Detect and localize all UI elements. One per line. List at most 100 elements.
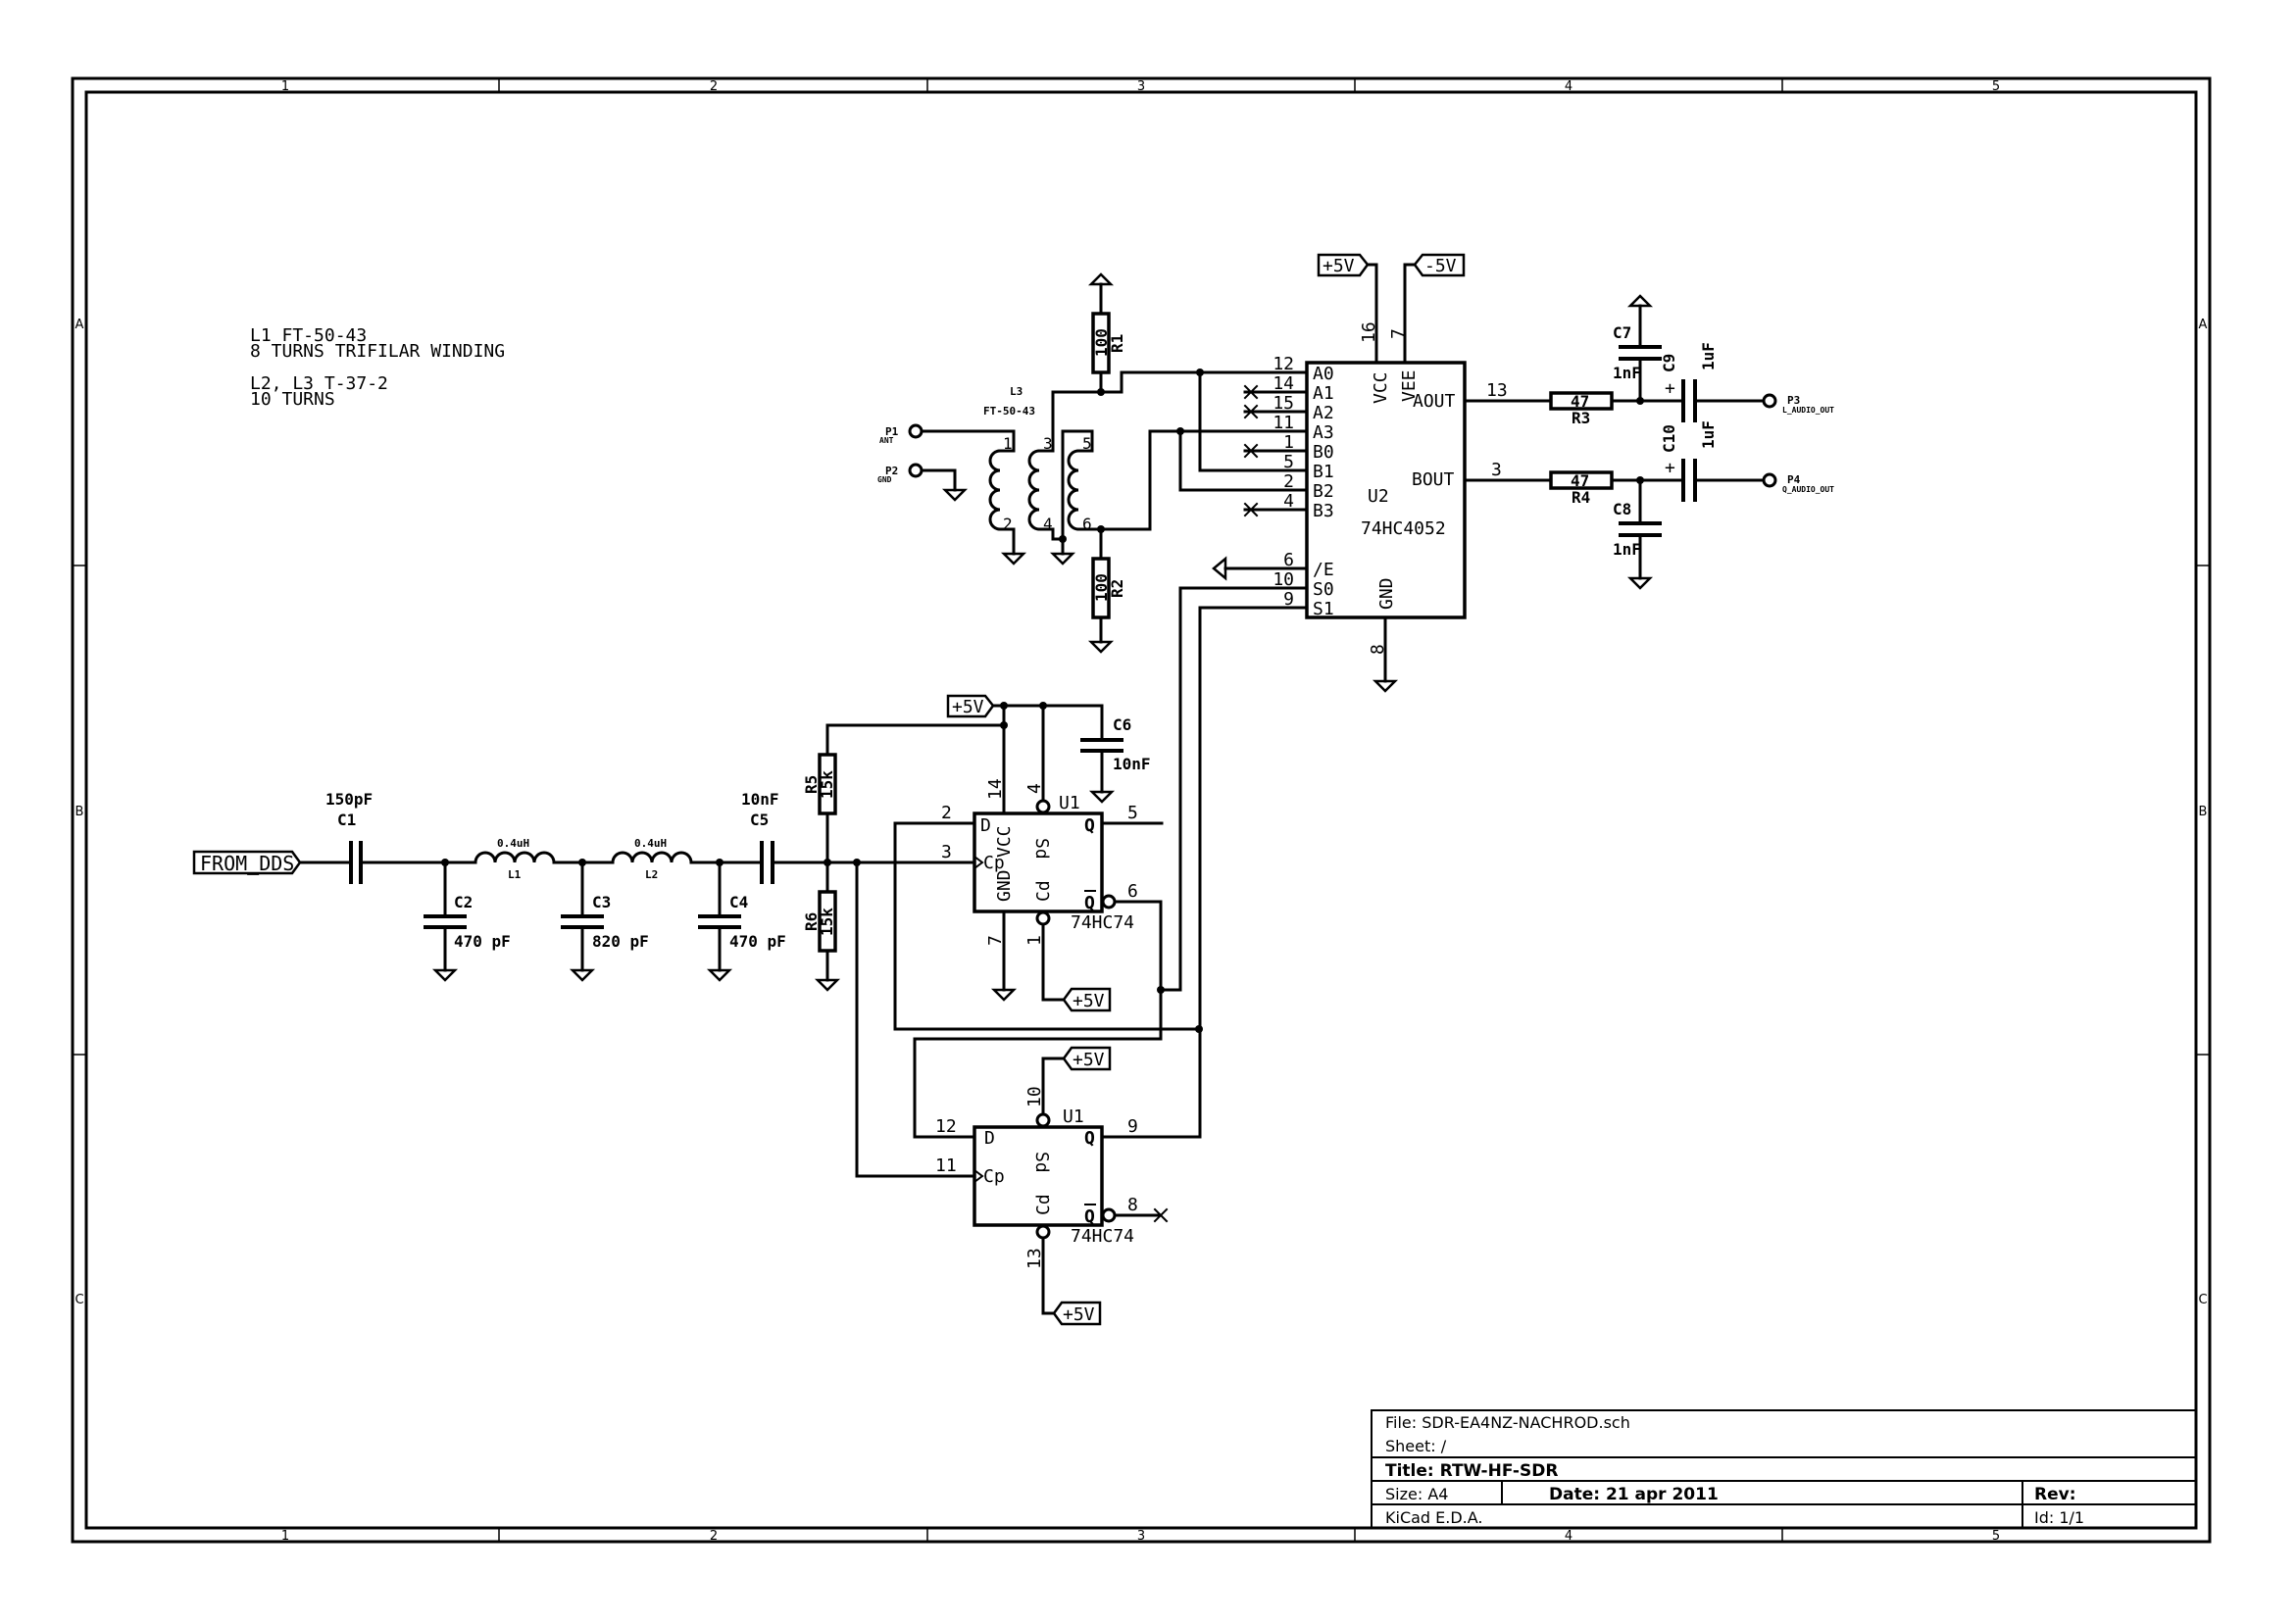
title-block: File: SDR-EA4NZ-NACHROD.sch Sheet: / Tit… — [1371, 1409, 2197, 1529]
svg-text:7: 7 — [1388, 328, 1409, 339]
power-label-5v[interactable]: +5V — [1052, 1301, 1102, 1326]
power-label-5v[interactable]: +5V — [1062, 1046, 1112, 1071]
capacitor-c6[interactable]: C6 10nF — [1080, 704, 1151, 804]
svg-text:+5V: +5V — [1063, 1304, 1095, 1325]
svg-text:6: 6 — [1127, 881, 1138, 902]
u2-pin-number: 11 — [1273, 413, 1294, 433]
svg-text:C10: C10 — [1660, 424, 1678, 453]
svg-text:ANT: ANT — [879, 436, 894, 445]
svg-text:11: 11 — [935, 1156, 957, 1176]
svg-text:P2: P2 — [885, 465, 898, 477]
svg-text:820 pF: 820 pF — [592, 932, 649, 951]
svg-text:U2: U2 — [1368, 486, 1389, 507]
note-line: L2, L3 T-37-2 — [250, 373, 388, 394]
svg-text:VCC: VCC — [994, 825, 1015, 858]
svg-text:Cp: Cp — [983, 853, 1005, 873]
svg-text:+5V: +5V — [952, 697, 984, 717]
resistor-r2[interactable]: 100 R2 — [1087, 527, 1126, 654]
u2-pin-name: S1 — [1313, 599, 1334, 619]
transformer-winding-1[interactable]: 1 2 — [988, 434, 1013, 533]
column-label: 3 — [1137, 79, 1145, 94]
svg-text:C5: C5 — [750, 811, 769, 829]
row-label: A — [2199, 318, 2208, 332]
svg-text:C4: C4 — [729, 893, 748, 911]
svg-text:3: 3 — [1491, 460, 1502, 480]
power-label-5v[interactable]: +5V — [946, 694, 995, 718]
resistor-r4[interactable]: 47 R4 — [1549, 470, 1614, 507]
svg-text:16: 16 — [1359, 321, 1379, 343]
connector-p3[interactable]: P3 L_AUDIO_OUT — [1762, 393, 1834, 415]
svg-text:GND: GND — [994, 869, 1015, 902]
capacitor-c1[interactable]: 150pF C1 — [325, 790, 373, 884]
capacitor-c8[interactable]: C8 1nF — [1613, 478, 1662, 590]
capacitor-c7[interactable]: C7 1nF — [1613, 294, 1662, 403]
column-label: 2 — [710, 1529, 718, 1544]
svg-text:47: 47 — [1571, 392, 1589, 411]
svg-text:2: 2 — [941, 803, 952, 823]
no-connect-icon — [1153, 1207, 1169, 1223]
transformer-winding-3[interactable]: 5 6 — [1067, 434, 1092, 533]
svg-text:U1: U1 — [1059, 793, 1080, 813]
power-label-5v[interactable]: +5V — [1317, 253, 1370, 277]
column-label: 4 — [1565, 79, 1572, 94]
svg-text:Q: Q — [1084, 893, 1095, 913]
resistor-r5[interactable]: 15k R5 — [802, 723, 837, 864]
connector-p1[interactable]: P1 ANT — [879, 423, 923, 445]
tool-name: KiCad E.D.A. — [1385, 1508, 1483, 1527]
input-filter: FROM_DDS 150pF C1 C2 470 pF 0.4uH L1 — [192, 723, 1006, 1178]
u2-left-pins — [1212, 384, 1309, 581]
svg-text:0.4uH: 0.4uH — [634, 837, 667, 850]
column-label: 5 — [1992, 1529, 2000, 1544]
svg-text:100: 100 — [1092, 328, 1111, 357]
svg-text:C8: C8 — [1613, 500, 1631, 518]
power-label-5v[interactable]: +5V — [1062, 987, 1112, 1012]
notes: L1 FT-50-43 8 TURNS TRIFILAR WINDING L2,… — [250, 325, 505, 410]
flip-flop-u1a[interactable]: +5V C6 10nF 14 4 U1 2 D 3 Cp VCC — [893, 694, 1164, 1012]
from-dds-label[interactable]: FROM_DDS — [192, 850, 302, 875]
svg-text:+5V: +5V — [1073, 991, 1105, 1011]
svg-text:Q: Q — [1084, 1128, 1095, 1149]
inductor-l2[interactable]: 0.4uH L2 — [611, 837, 693, 881]
svg-text:P1: P1 — [885, 425, 899, 438]
connector-p4[interactable]: P4 Q_AUDIO_OUT — [1762, 472, 1834, 494]
svg-text:-5V: -5V — [1424, 256, 1457, 276]
inductor-l1[interactable]: 0.4uH L1 — [474, 837, 556, 881]
column-label: 1 — [281, 1529, 289, 1544]
svg-text:+5V: +5V — [1323, 256, 1355, 276]
column-label: 4 — [1565, 1529, 1572, 1544]
u2-pin-number: 14 — [1273, 373, 1294, 394]
svg-text:GND: GND — [877, 475, 892, 484]
transformer-winding-2[interactable]: 3 4 — [1027, 434, 1053, 533]
svg-text:470 pF: 470 pF — [454, 932, 511, 951]
svg-text:Q: Q — [1084, 1206, 1095, 1227]
power-label-minus-5v[interactable]: -5V — [1413, 253, 1466, 277]
resistor-r3[interactable]: 47 R3 — [1549, 391, 1614, 427]
svg-text:5: 5 — [1082, 434, 1092, 453]
capacitor-c2[interactable]: C2 470 pF — [424, 861, 511, 982]
svg-text:R2: R2 — [1108, 579, 1126, 598]
sheet-size: Size: A4 — [1385, 1485, 1448, 1503]
capacitor-c10[interactable]: + C10 1uF — [1660, 420, 1718, 502]
svg-text:R1: R1 — [1108, 334, 1126, 353]
svg-text:Cd: Cd — [1033, 1194, 1054, 1215]
row-label: C — [75, 1293, 83, 1307]
svg-text:AOUT: AOUT — [1413, 391, 1456, 412]
capacitor-c3[interactable]: C3 820 pF — [561, 861, 649, 982]
resistor-r6[interactable]: 15k R6 — [802, 861, 841, 992]
column-label: 2 — [710, 79, 718, 94]
column-label: 1 — [281, 79, 289, 94]
svg-text:14: 14 — [985, 778, 1006, 800]
svg-text:C6: C6 — [1113, 715, 1131, 734]
flip-flop-u1b[interactable]: +5V 10 U1 12 D 11 Cp Sd Cd Q 9 Q 8 74HC7… — [913, 1046, 1202, 1326]
resistor-r1[interactable]: 100 R1 — [1087, 272, 1126, 394]
capacitor-c4[interactable]: C4 470 pF — [698, 861, 786, 982]
no-connect-icon — [1243, 384, 1259, 400]
svg-text:BOUT: BOUT — [1412, 469, 1455, 490]
svg-text:Sd: Sd — [1031, 838, 1052, 860]
u2-pin-name: B3 — [1313, 501, 1334, 521]
connector-p2[interactable]: P2 GND — [877, 463, 923, 484]
capacitor-c9[interactable]: + C9 1uF — [1660, 342, 1718, 422]
capacitor-c5[interactable]: 10nF C5 — [741, 790, 779, 884]
